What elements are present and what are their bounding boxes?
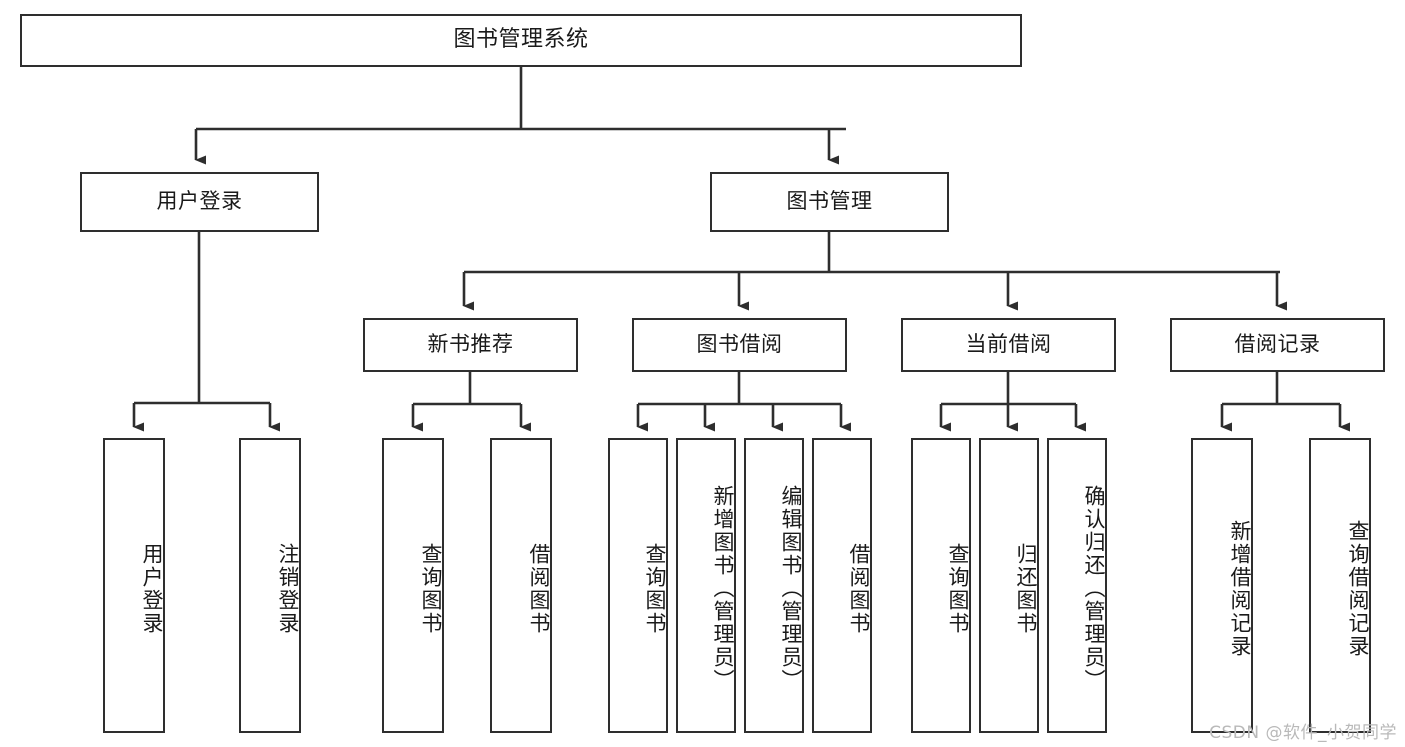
node-label: 借阅记录 <box>1234 332 1321 357</box>
node-book-borrow[interactable]: 图书借阅 <box>632 318 847 372</box>
node-current-borrow[interactable]: 当前借阅 <box>901 318 1116 372</box>
node-label: 新书推荐 <box>427 332 514 357</box>
node-label: 归还图书 <box>1014 542 1038 635</box>
leaf-user-login[interactable]: 用户登录 <box>103 438 165 733</box>
leaf-query-borrow-record[interactable]: 查询借阅记录 <box>1309 438 1371 733</box>
leaf-query-book-borrow[interactable]: 查询图书 <box>608 438 668 733</box>
leaf-return-book[interactable]: 归还图书 <box>979 438 1039 733</box>
leaf-borrow-book-recommend[interactable]: 借阅图书 <box>490 438 552 733</box>
node-label: 图书管理 <box>786 189 873 214</box>
node-label: 用户登录 <box>156 189 243 214</box>
node-label: 借阅图书 <box>527 542 551 635</box>
node-label: 用户登录 <box>140 542 164 635</box>
node-label: 查询借阅记录 <box>1346 519 1370 658</box>
node-borrow-records[interactable]: 借阅记录 <box>1170 318 1385 372</box>
node-label: 查询图书 <box>419 542 443 635</box>
leaf-query-book-recommend[interactable]: 查询图书 <box>382 438 444 733</box>
node-label: 编辑图书（管理员） <box>779 485 803 692</box>
node-label: 确认归还（管理员） <box>1082 485 1106 692</box>
leaf-add-book-admin[interactable]: 新增图书（管理员） <box>676 438 736 733</box>
leaf-logout[interactable]: 注销登录 <box>239 438 301 733</box>
node-root-system[interactable]: 图书管理系统 <box>20 14 1022 67</box>
leaf-borrow-book[interactable]: 借阅图书 <box>812 438 872 733</box>
leaf-query-book-current[interactable]: 查询图书 <box>911 438 971 733</box>
leaf-edit-book-admin[interactable]: 编辑图书（管理员） <box>744 438 804 733</box>
node-book-management[interactable]: 图书管理 <box>710 172 949 232</box>
node-new-book-recommend[interactable]: 新书推荐 <box>363 318 578 372</box>
node-label: 图书管理系统 <box>453 27 589 53</box>
node-label: 当前借阅 <box>965 332 1052 357</box>
node-user-login[interactable]: 用户登录 <box>80 172 319 232</box>
node-label: 新增图书（管理员） <box>711 485 735 692</box>
leaf-add-borrow-record[interactable]: 新增借阅记录 <box>1191 438 1253 733</box>
node-label: 借阅图书 <box>847 542 871 635</box>
leaf-confirm-return-admin[interactable]: 确认归还（管理员） <box>1047 438 1107 733</box>
node-label: 图书借阅 <box>696 332 783 357</box>
node-label: 查询图书 <box>643 542 667 635</box>
watermark-credit: CSDN @软件_小贺同学 <box>1209 723 1397 743</box>
node-label: 注销登录 <box>276 542 300 635</box>
node-label: 查询图书 <box>946 542 970 635</box>
node-label: 新增借阅记录 <box>1228 519 1252 658</box>
